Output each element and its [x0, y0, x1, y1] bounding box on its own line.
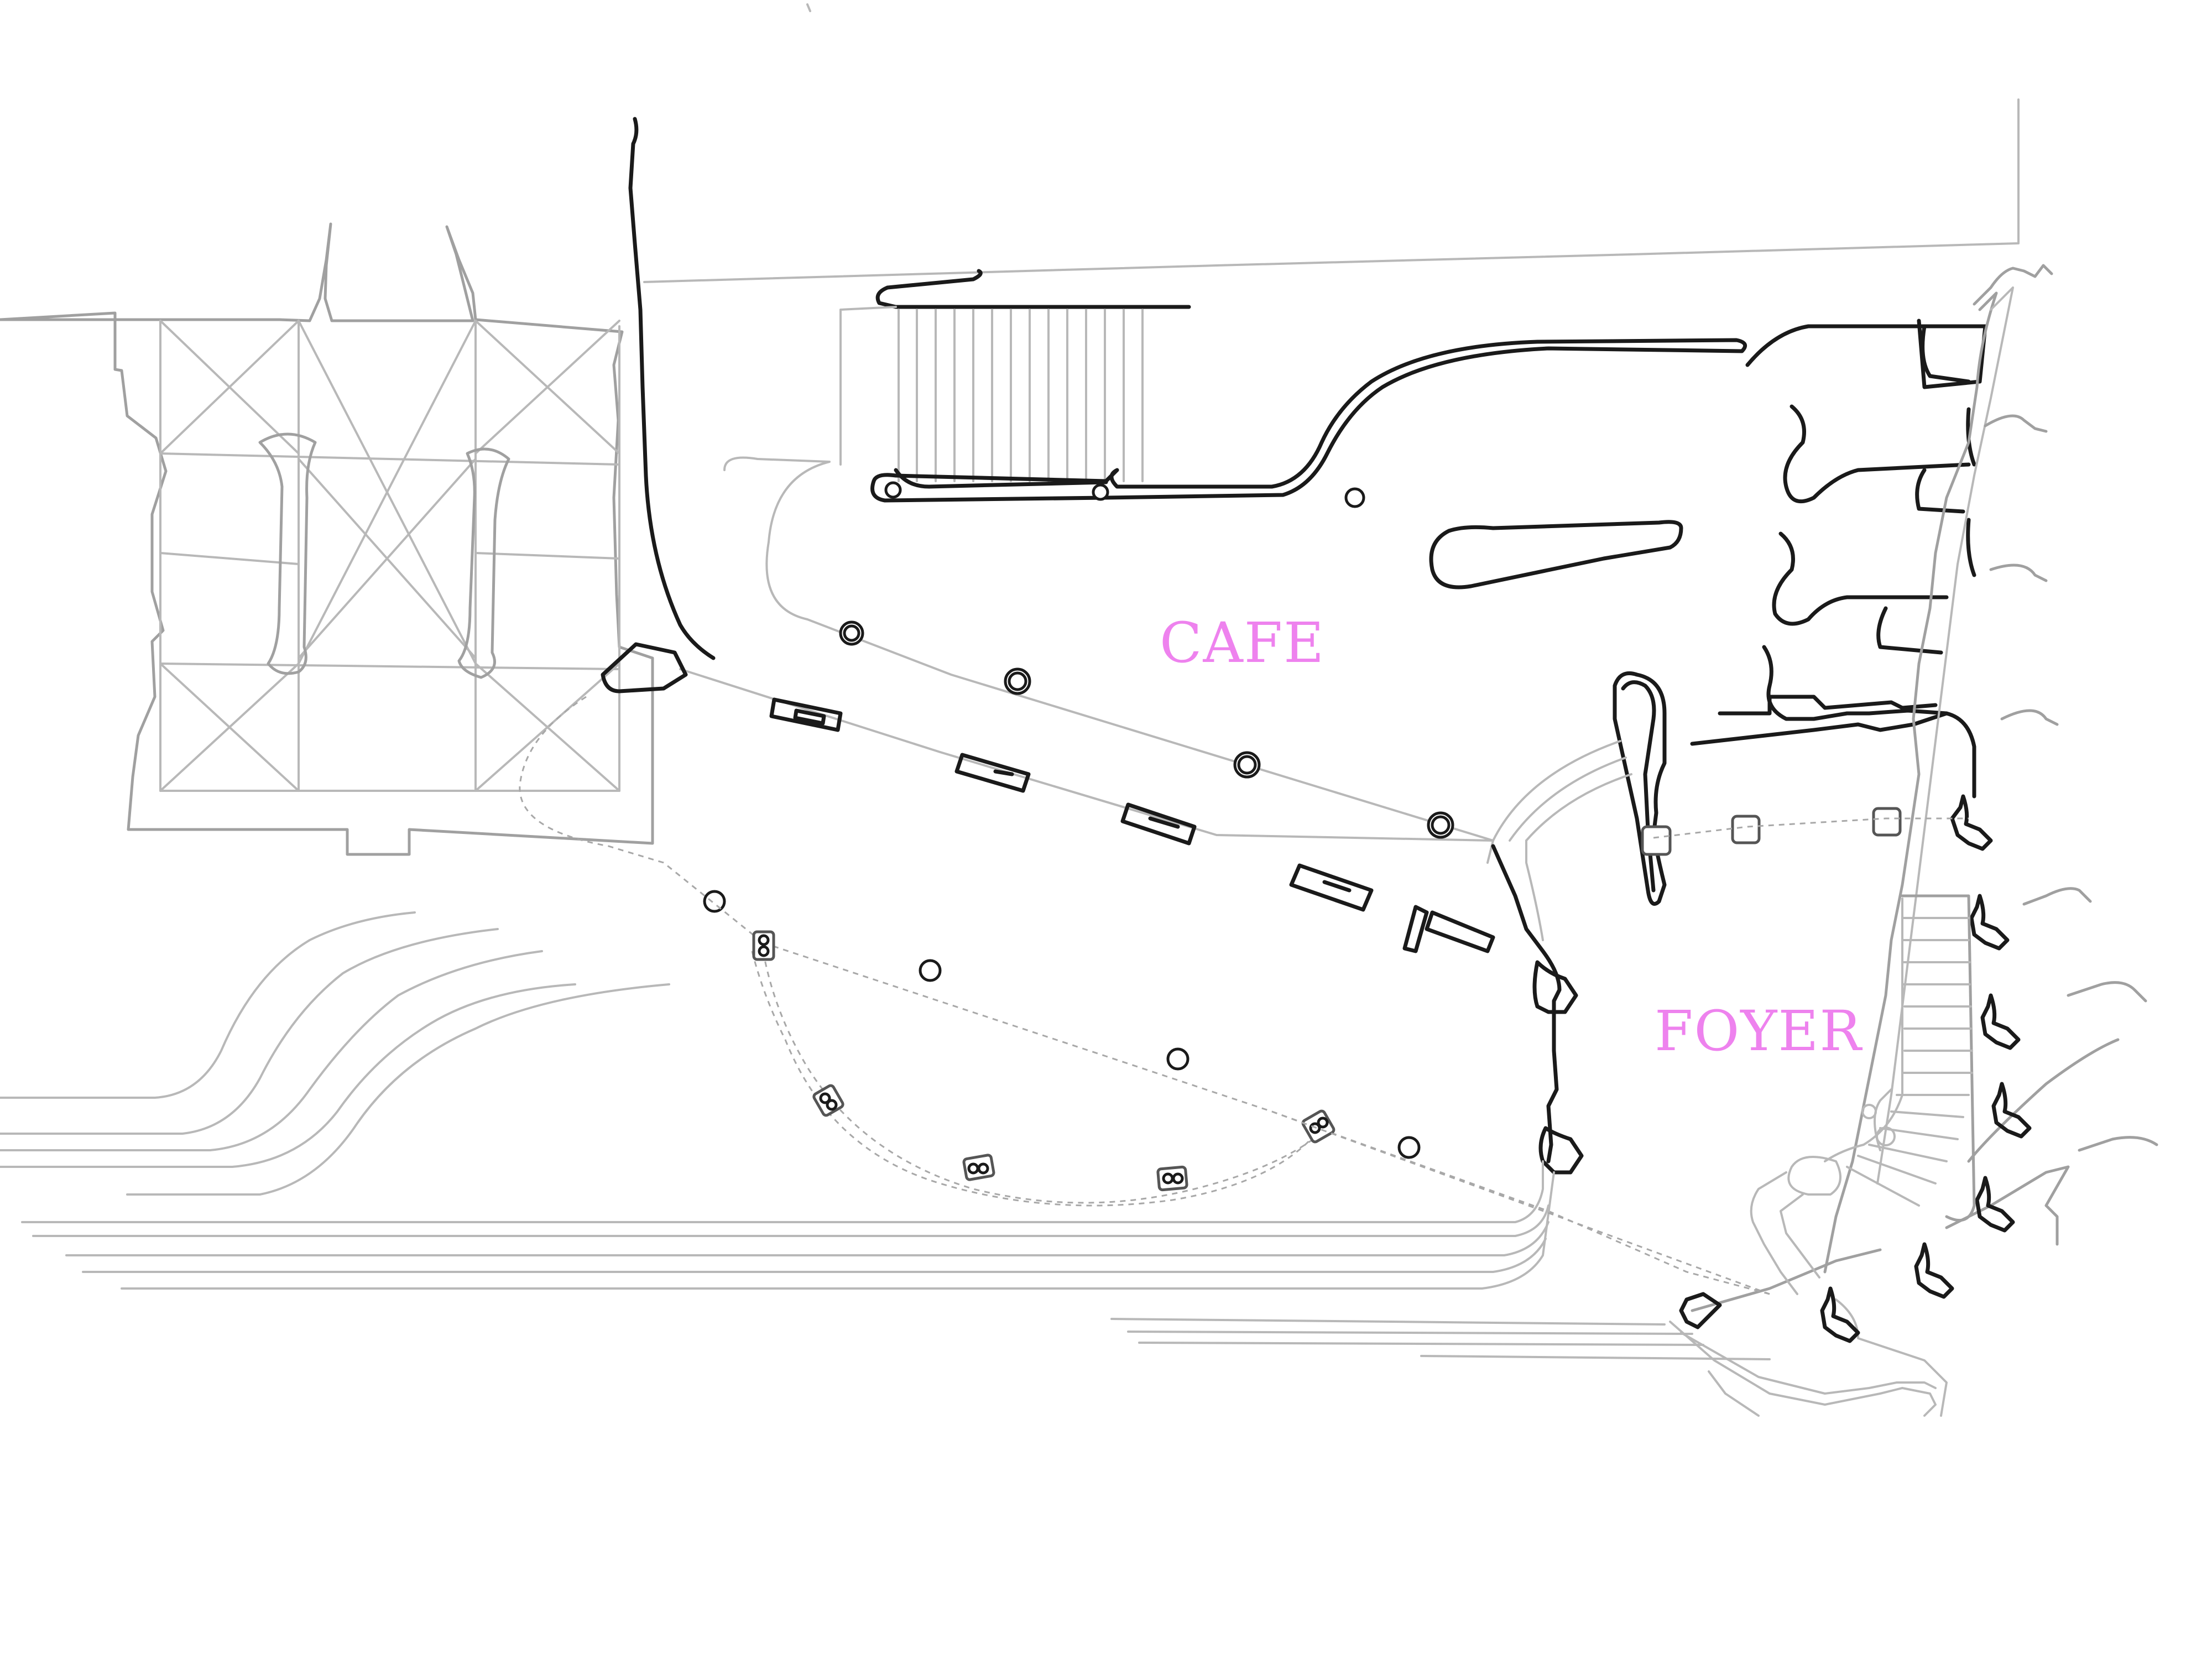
east-facade: [1669, 264, 2158, 1417]
terrace-wall: [1402, 844, 1584, 1175]
facade-fins: [1679, 794, 2032, 1343]
foyer-piers: [1641, 807, 1969, 856]
cafe-west-wall: [628, 98, 2020, 842]
site-diagonal-line: [1271, 1110, 1770, 1295]
service-rooms: [1690, 319, 1987, 799]
foyer-room-label: FOYER: [1655, 999, 1863, 1063]
cafe-bar-counter: [870, 338, 1747, 508]
cafe-room-label: CAFE: [1160, 611, 1326, 675]
diagonal-benches: [769, 697, 1374, 912]
cafe-stair: [839, 269, 1191, 482]
cafe-columns: [839, 620, 1454, 839]
entry-planter: [601, 642, 688, 693]
foyer-dividing-wall: [1486, 671, 1667, 941]
foyer-grand-stair: [1750, 894, 1976, 1295]
cafe-island-counter: [1429, 520, 1683, 589]
terrace-paired-seats: [752, 930, 1335, 1192]
landscape-contours: [0, 3, 1771, 1360]
vaulted-building: [0, 222, 654, 856]
terrace-columns: [519, 696, 1770, 1295]
